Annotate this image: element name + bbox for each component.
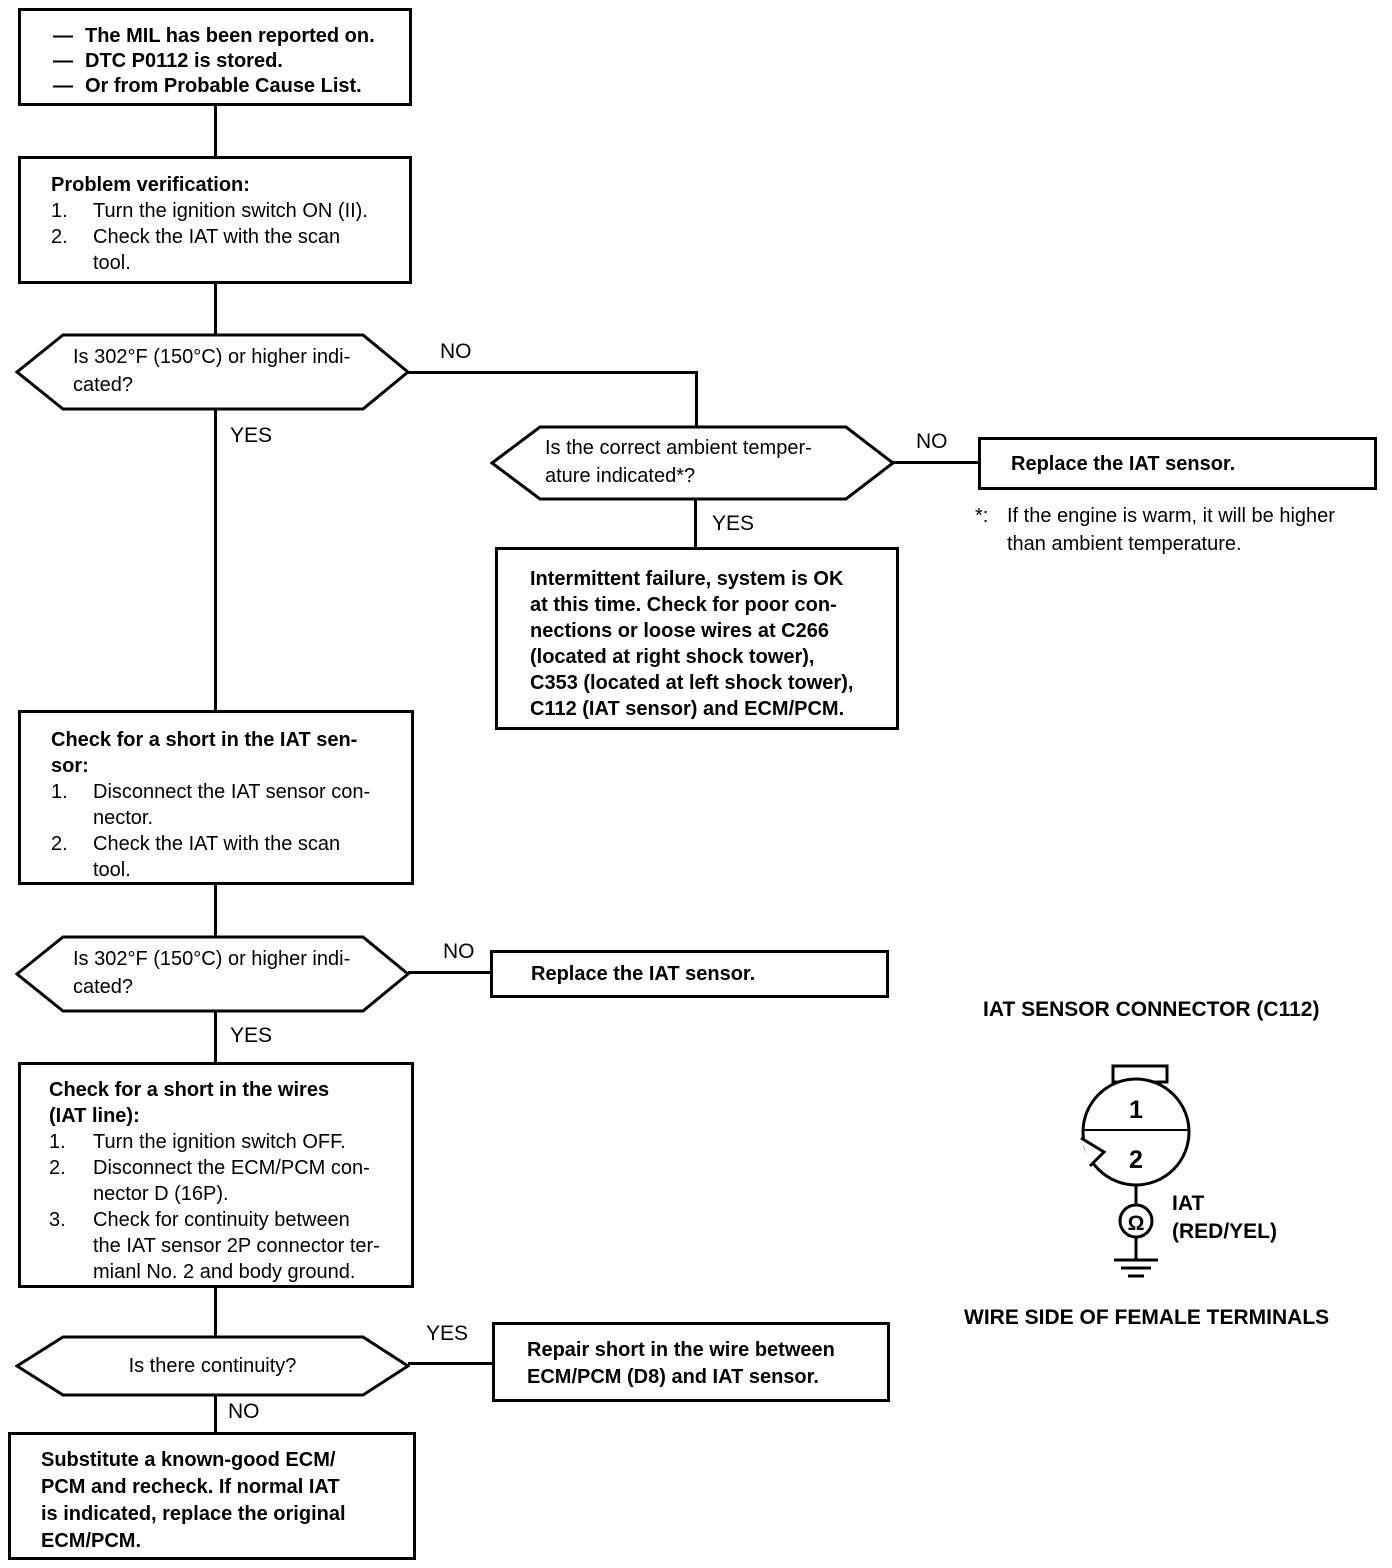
hexagon-shape: [15, 1335, 410, 1397]
connector-line: [408, 371, 698, 374]
decision-question: Is there continuity?: [128, 1355, 297, 1377]
no-label: NO: [440, 340, 472, 363]
box-title: Check for a short in the wires (IAT line…: [49, 1079, 330, 1127]
decision-question: Is 302°F (150°C) or higher indi- cated?: [73, 948, 351, 998]
step-text: Turn the ignition switch OFF.: [93, 1131, 346, 1153]
connector-line: [893, 461, 980, 464]
action-text: Repair short in the wire between ECM/PCM…: [527, 1339, 835, 1388]
step-text: Turn the ignition switch ON (II).: [93, 200, 368, 222]
step-text: Disconnect the ECM/PCM con- nector D (16…: [93, 1157, 370, 1205]
hexagon-shape: [15, 935, 410, 1013]
start-line-text: DTC P0112 is stored.: [85, 50, 283, 72]
start-line: — DTC P0112 is stored.: [53, 49, 401, 74]
connector-line: [214, 1395, 217, 1434]
yes-label: YES: [712, 512, 755, 535]
problem-verification-box: Problem verification: 1. Turn the igniti…: [18, 156, 412, 284]
action-text: Substitute a known-good ECM/ PCM and rec…: [41, 1449, 346, 1552]
connector-line: [214, 409, 217, 712]
connector-line: [695, 371, 698, 427]
no-label: NO: [228, 1400, 260, 1423]
connector-line: [214, 282, 217, 335]
connector-line: [694, 499, 697, 549]
start-line-text: The MIL has been reported on.: [85, 25, 375, 47]
dash-bullet: —: [53, 50, 73, 72]
step-item: 3. Check for continuity between the IAT …: [49, 1207, 405, 1285]
decision-temp-1: Is 302°F (150°C) or higher indi- cated?: [15, 333, 410, 411]
no-label: NO: [916, 430, 948, 453]
decision-continuity: Is there continuity?: [15, 1335, 410, 1397]
action-text: Intermittent failure, system is OK at th…: [530, 568, 854, 720]
start-box: — The MIL has been reported on. — DTC P0…: [18, 8, 412, 106]
decision-ambient: Is the correct ambient temper- ature ind…: [490, 425, 895, 501]
ground-icon: [1114, 1258, 1158, 1278]
connector-notch: [1080, 1136, 1107, 1168]
step-item: 1. Turn the ignition switch OFF.: [49, 1129, 405, 1155]
yes-label: YES: [230, 1024, 273, 1047]
check-short-wires-box: Check for a short in the wires (IAT line…: [18, 1062, 414, 1288]
connector-line: [408, 1362, 494, 1365]
yes-label: YES: [230, 424, 273, 447]
step-item: 2. Disconnect the ECM/PCM con- nector D …: [49, 1155, 405, 1207]
footnote-text: If the engine is warm, it will be higher…: [1007, 505, 1335, 555]
terminal-2-label: 2: [1129, 1146, 1143, 1174]
action-text: Replace the IAT sensor.: [531, 963, 756, 985]
step-number: 1.: [49, 1131, 66, 1153]
footnote: *: If the engine is warm, it will be hig…: [975, 502, 1390, 558]
step-text: Check the IAT with the scan tool.: [93, 226, 341, 274]
yes-label: YES: [426, 1322, 469, 1345]
start-line: — The MIL has been reported on.: [53, 24, 401, 49]
connector-line: [214, 1011, 217, 1064]
step-text: Check for continuity between the IAT sen…: [93, 1209, 380, 1283]
decision-question: Is 302°F (150°C) or higher indi- cated?: [73, 346, 351, 396]
step-text: Check the IAT with the scan tool.: [93, 833, 341, 881]
footnote-marker: *:: [975, 505, 989, 527]
connector-line: [214, 883, 217, 937]
no-label: NO: [443, 940, 475, 963]
box-title: Problem verification:: [51, 174, 250, 196]
connector-line: [408, 971, 492, 974]
step-number: 1.: [51, 200, 68, 222]
step-item: 2. Check the IAT with the scan tool.: [51, 831, 403, 883]
intermittent-failure-box: Intermittent failure, system is OK at th…: [495, 547, 899, 730]
step-text: Disconnect the IAT sensor con- nector.: [93, 781, 371, 829]
ohm-symbol: Ω: [1128, 1212, 1145, 1235]
replace-sensor-box-2: Replace the IAT sensor.: [490, 950, 889, 998]
step-number: 2.: [49, 1157, 66, 1179]
decision-temp-2: Is 302°F (150°C) or higher indi- cated?: [15, 935, 410, 1013]
step-item: 2. Check the IAT with the scan tool.: [51, 224, 401, 276]
replace-sensor-box-1: Replace the IAT sensor.: [978, 437, 1377, 490]
connector-diagram-title: IAT SENSOR CONNECTOR (C112): [983, 998, 1320, 1021]
action-text: Replace the IAT sensor.: [1011, 452, 1236, 475]
terminal-1-label: 1: [1129, 1096, 1143, 1124]
step-item: 1. Disconnect the IAT sensor con- nector…: [51, 779, 403, 831]
dash-bullet: —: [53, 25, 73, 47]
substitute-ecm-box: Substitute a known-good ECM/ PCM and rec…: [8, 1432, 416, 1560]
connector-line: [214, 104, 217, 158]
decision-question: Is the correct ambient temper- ature ind…: [545, 437, 812, 487]
start-line-text: Or from Probable Cause List.: [85, 75, 362, 97]
step-number: 2.: [51, 226, 68, 248]
step-number: 1.: [51, 781, 68, 803]
step-number: 2.: [51, 833, 68, 855]
box-title: Check for a short in the IAT sen- sor:: [51, 729, 358, 777]
start-line: — Or from Probable Cause List.: [53, 74, 401, 99]
dash-bullet: —: [53, 75, 73, 97]
step-item: 1. Turn the ignition switch ON (II).: [51, 198, 401, 224]
wire-color-label: IAT (RED/YEL): [1172, 1192, 1277, 1243]
connector-line: [214, 1286, 217, 1337]
repair-short-box: Repair short in the wire between ECM/PCM…: [492, 1322, 890, 1402]
step-number: 3.: [49, 1209, 66, 1231]
iat-connector-drawing: 1 2 Ω: [1080, 1064, 1191, 1278]
wire-side-caption: WIRE SIDE OF FEMALE TERMINALS: [964, 1306, 1330, 1329]
check-short-sensor-box: Check for a short in the IAT sen- sor: 1…: [18, 710, 414, 885]
